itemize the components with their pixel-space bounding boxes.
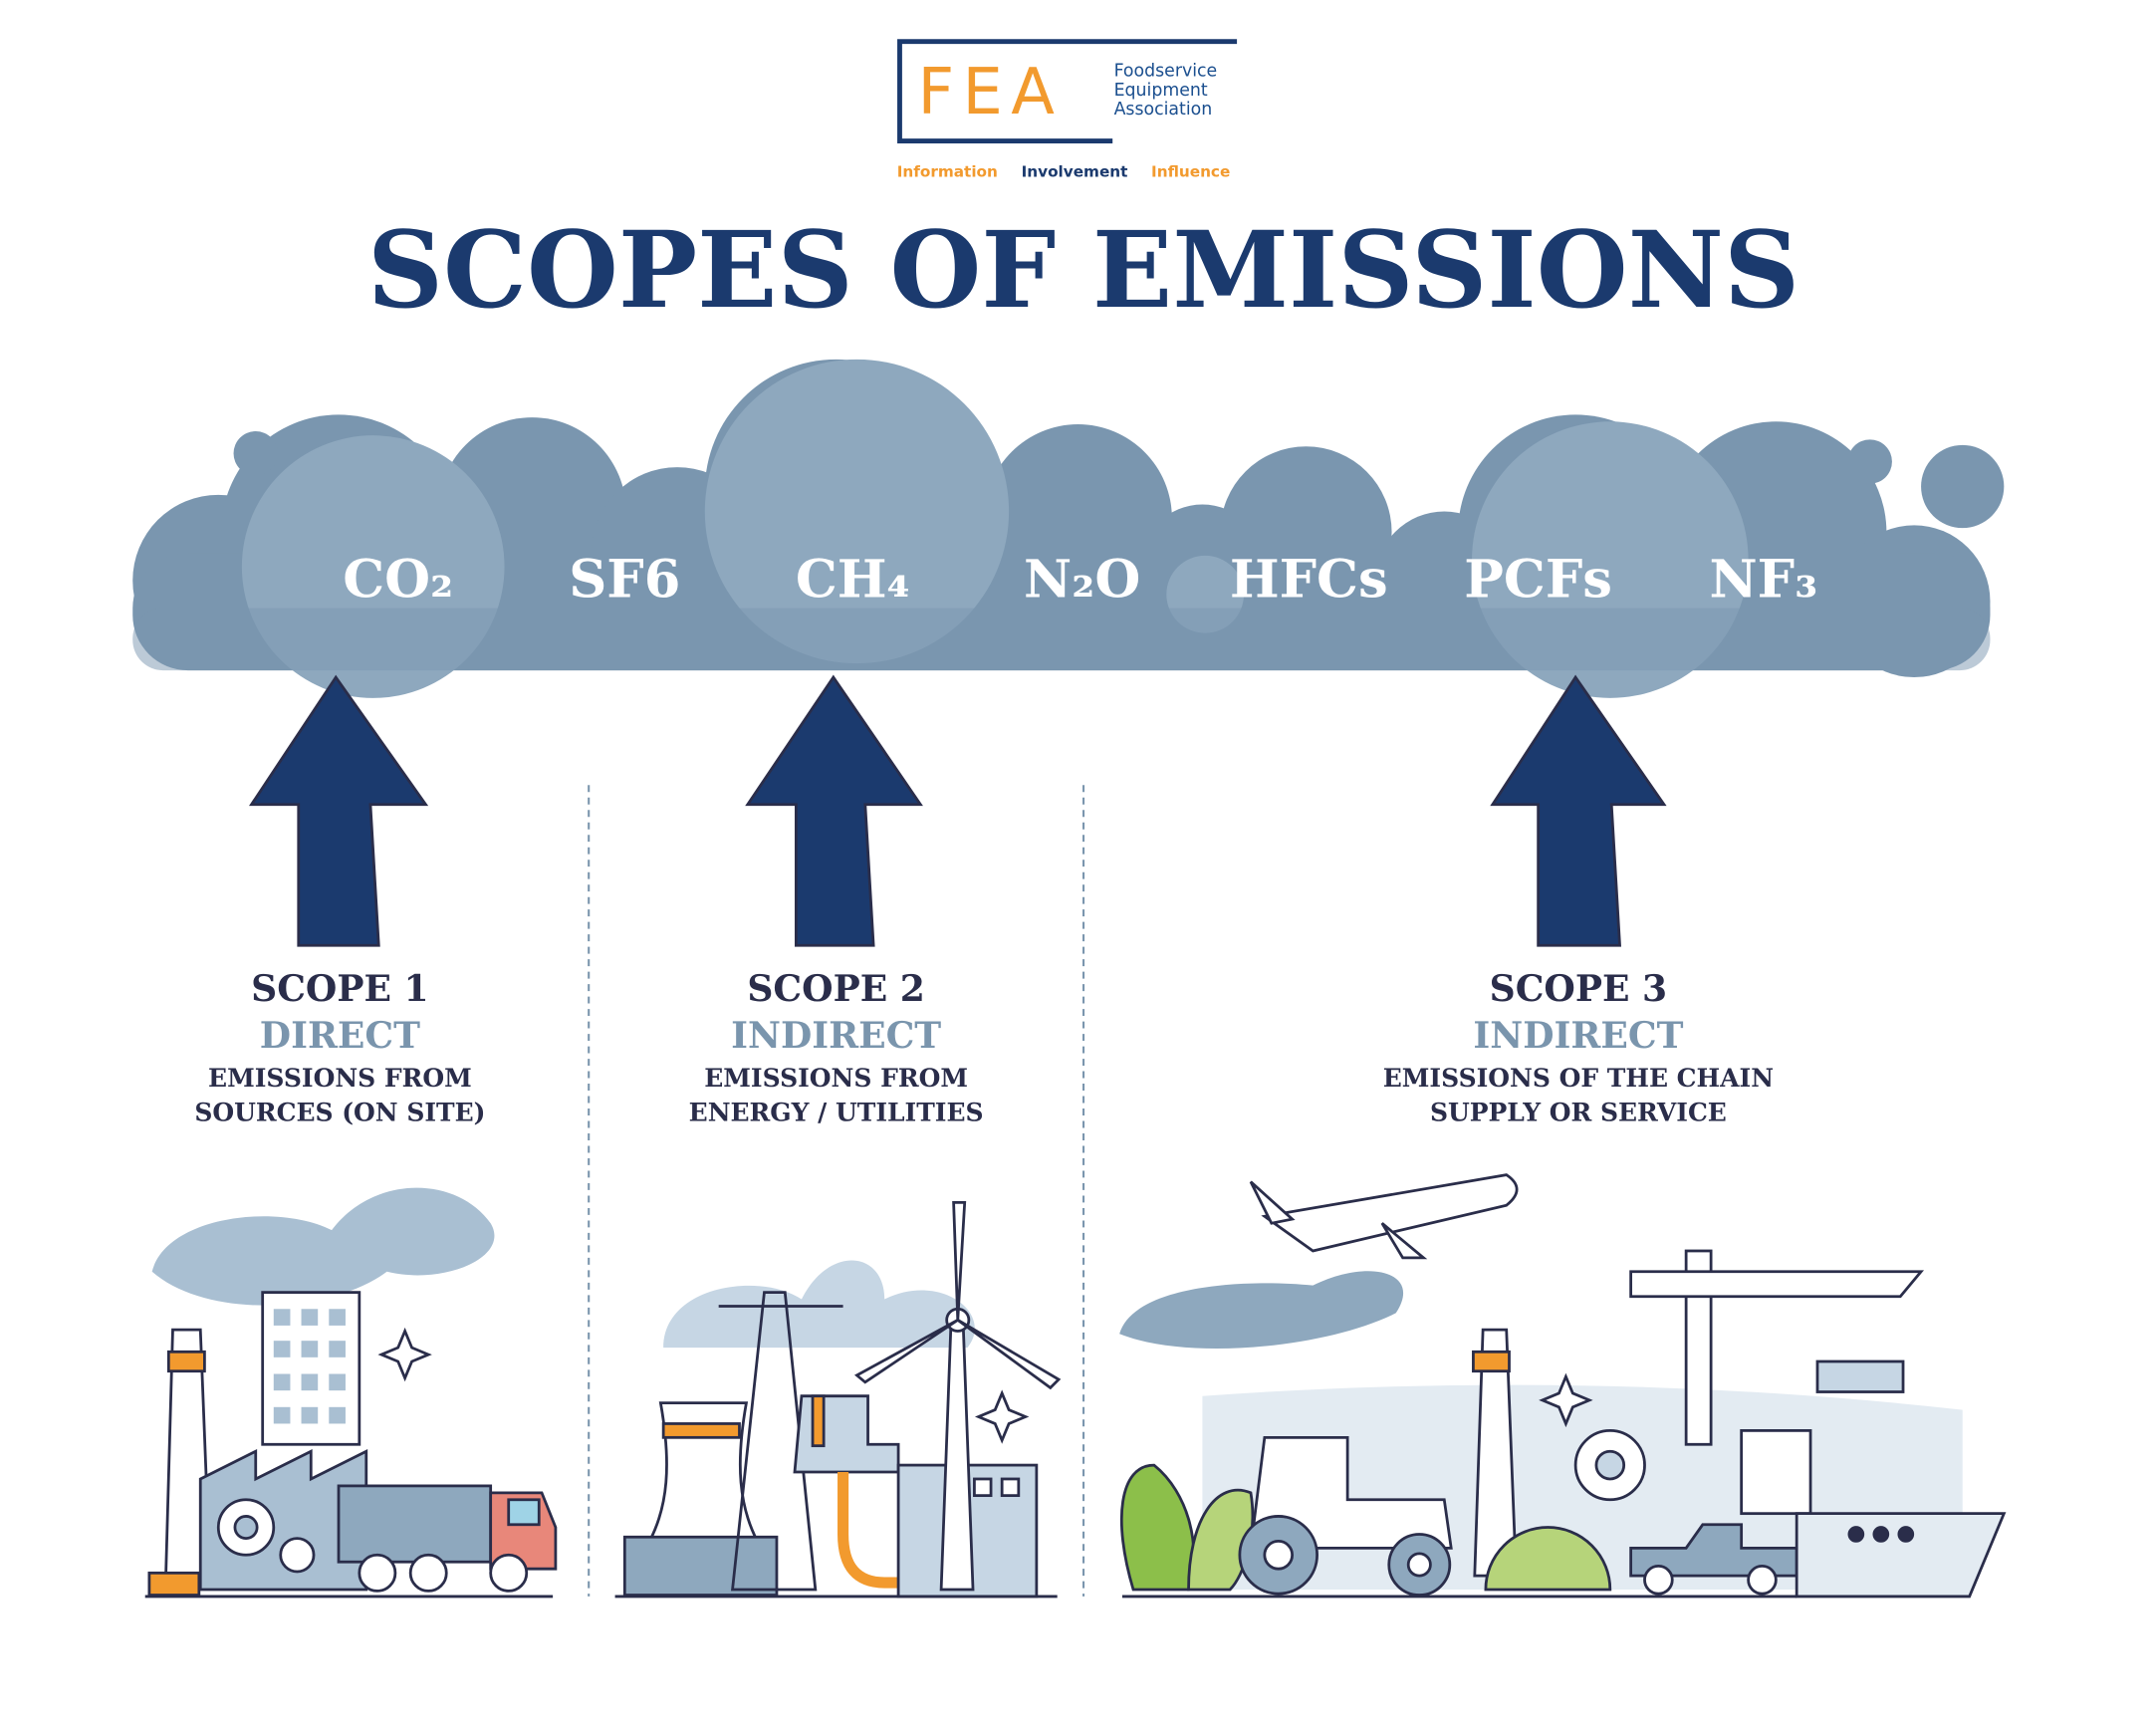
gas-pcfs: PCFs — [1464, 549, 1612, 611]
scope-heading: SCOPE 2 — [747, 967, 925, 1010]
scope-heading: SCOPE 3 — [1490, 967, 1667, 1010]
arrow-up-icon — [1490, 674, 1667, 947]
power-plant-illustration — [614, 1201, 1062, 1599]
arrow-up-icon — [745, 674, 923, 947]
scope-type: INDIRECT — [731, 1014, 941, 1057]
scope-3: SCOPE 3 INDIRECT EMISSIONS OF THE CHAIN … — [1383, 967, 1774, 1127]
logo-name-line: Foodservice — [1114, 61, 1218, 81]
gas-nf3: NF₃ — [1709, 549, 1817, 611]
tagline-information: Information — [897, 163, 998, 181]
gas-sf6: SF6 — [569, 549, 680, 611]
gas-n2o: N₂O — [1024, 549, 1140, 611]
page-title: SCOPES OF EMISSIONS — [367, 208, 1799, 332]
gas-ch4: CH₄ — [796, 549, 910, 611]
scope-description: EMISSIONS FROM — [208, 1064, 472, 1093]
logo-letters: FEA — [918, 56, 1064, 129]
sparkle-icon — [1539, 1372, 1593, 1428]
gas-labels: CO₂ SF6 CH₄ N₂O HFCs PCFs NF₃ — [343, 549, 1817, 611]
scope-description: SUPPLY OR SERVICE — [1430, 1099, 1727, 1127]
gas-hfcs: HFCs — [1230, 549, 1388, 611]
fea-logo: FEA Foodservice Equipment Association In… — [897, 39, 1238, 181]
tagline-involvement: Involvement — [1022, 163, 1128, 181]
logo-name-line: Equipment — [1114, 81, 1208, 101]
scope-description: EMISSIONS FROM — [704, 1064, 968, 1093]
supply-chain-illustration — [1119, 1173, 2007, 1599]
gas-co2: CO₂ — [343, 549, 453, 611]
scope-2: SCOPE 2 INDIRECT EMISSIONS FROM ENERGY /… — [689, 967, 984, 1127]
sparkle-icon — [377, 1327, 432, 1382]
scope-description: EMISSIONS OF THE CHAIN — [1383, 1064, 1774, 1093]
arrow-up-icon — [248, 674, 429, 947]
logo-name-line: Association — [1114, 100, 1213, 120]
tagline-influence: Influence — [1151, 163, 1230, 181]
scope-type: INDIRECT — [1473, 1014, 1683, 1057]
scope-1: SCOPE 1 DIRECT EMISSIONS FROM SOURCES (O… — [194, 967, 485, 1127]
scope-heading: SCOPE 1 — [251, 967, 429, 1010]
sparkle-icon — [974, 1389, 1030, 1444]
emissions-cloud — [132, 359, 2005, 698]
scope-type: DIRECT — [260, 1014, 420, 1057]
scope-description: SOURCES (ON SITE) — [194, 1099, 485, 1127]
factory-truck-illustration — [144, 1187, 558, 1599]
scope-description: ENERGY / UTILITIES — [689, 1099, 984, 1127]
